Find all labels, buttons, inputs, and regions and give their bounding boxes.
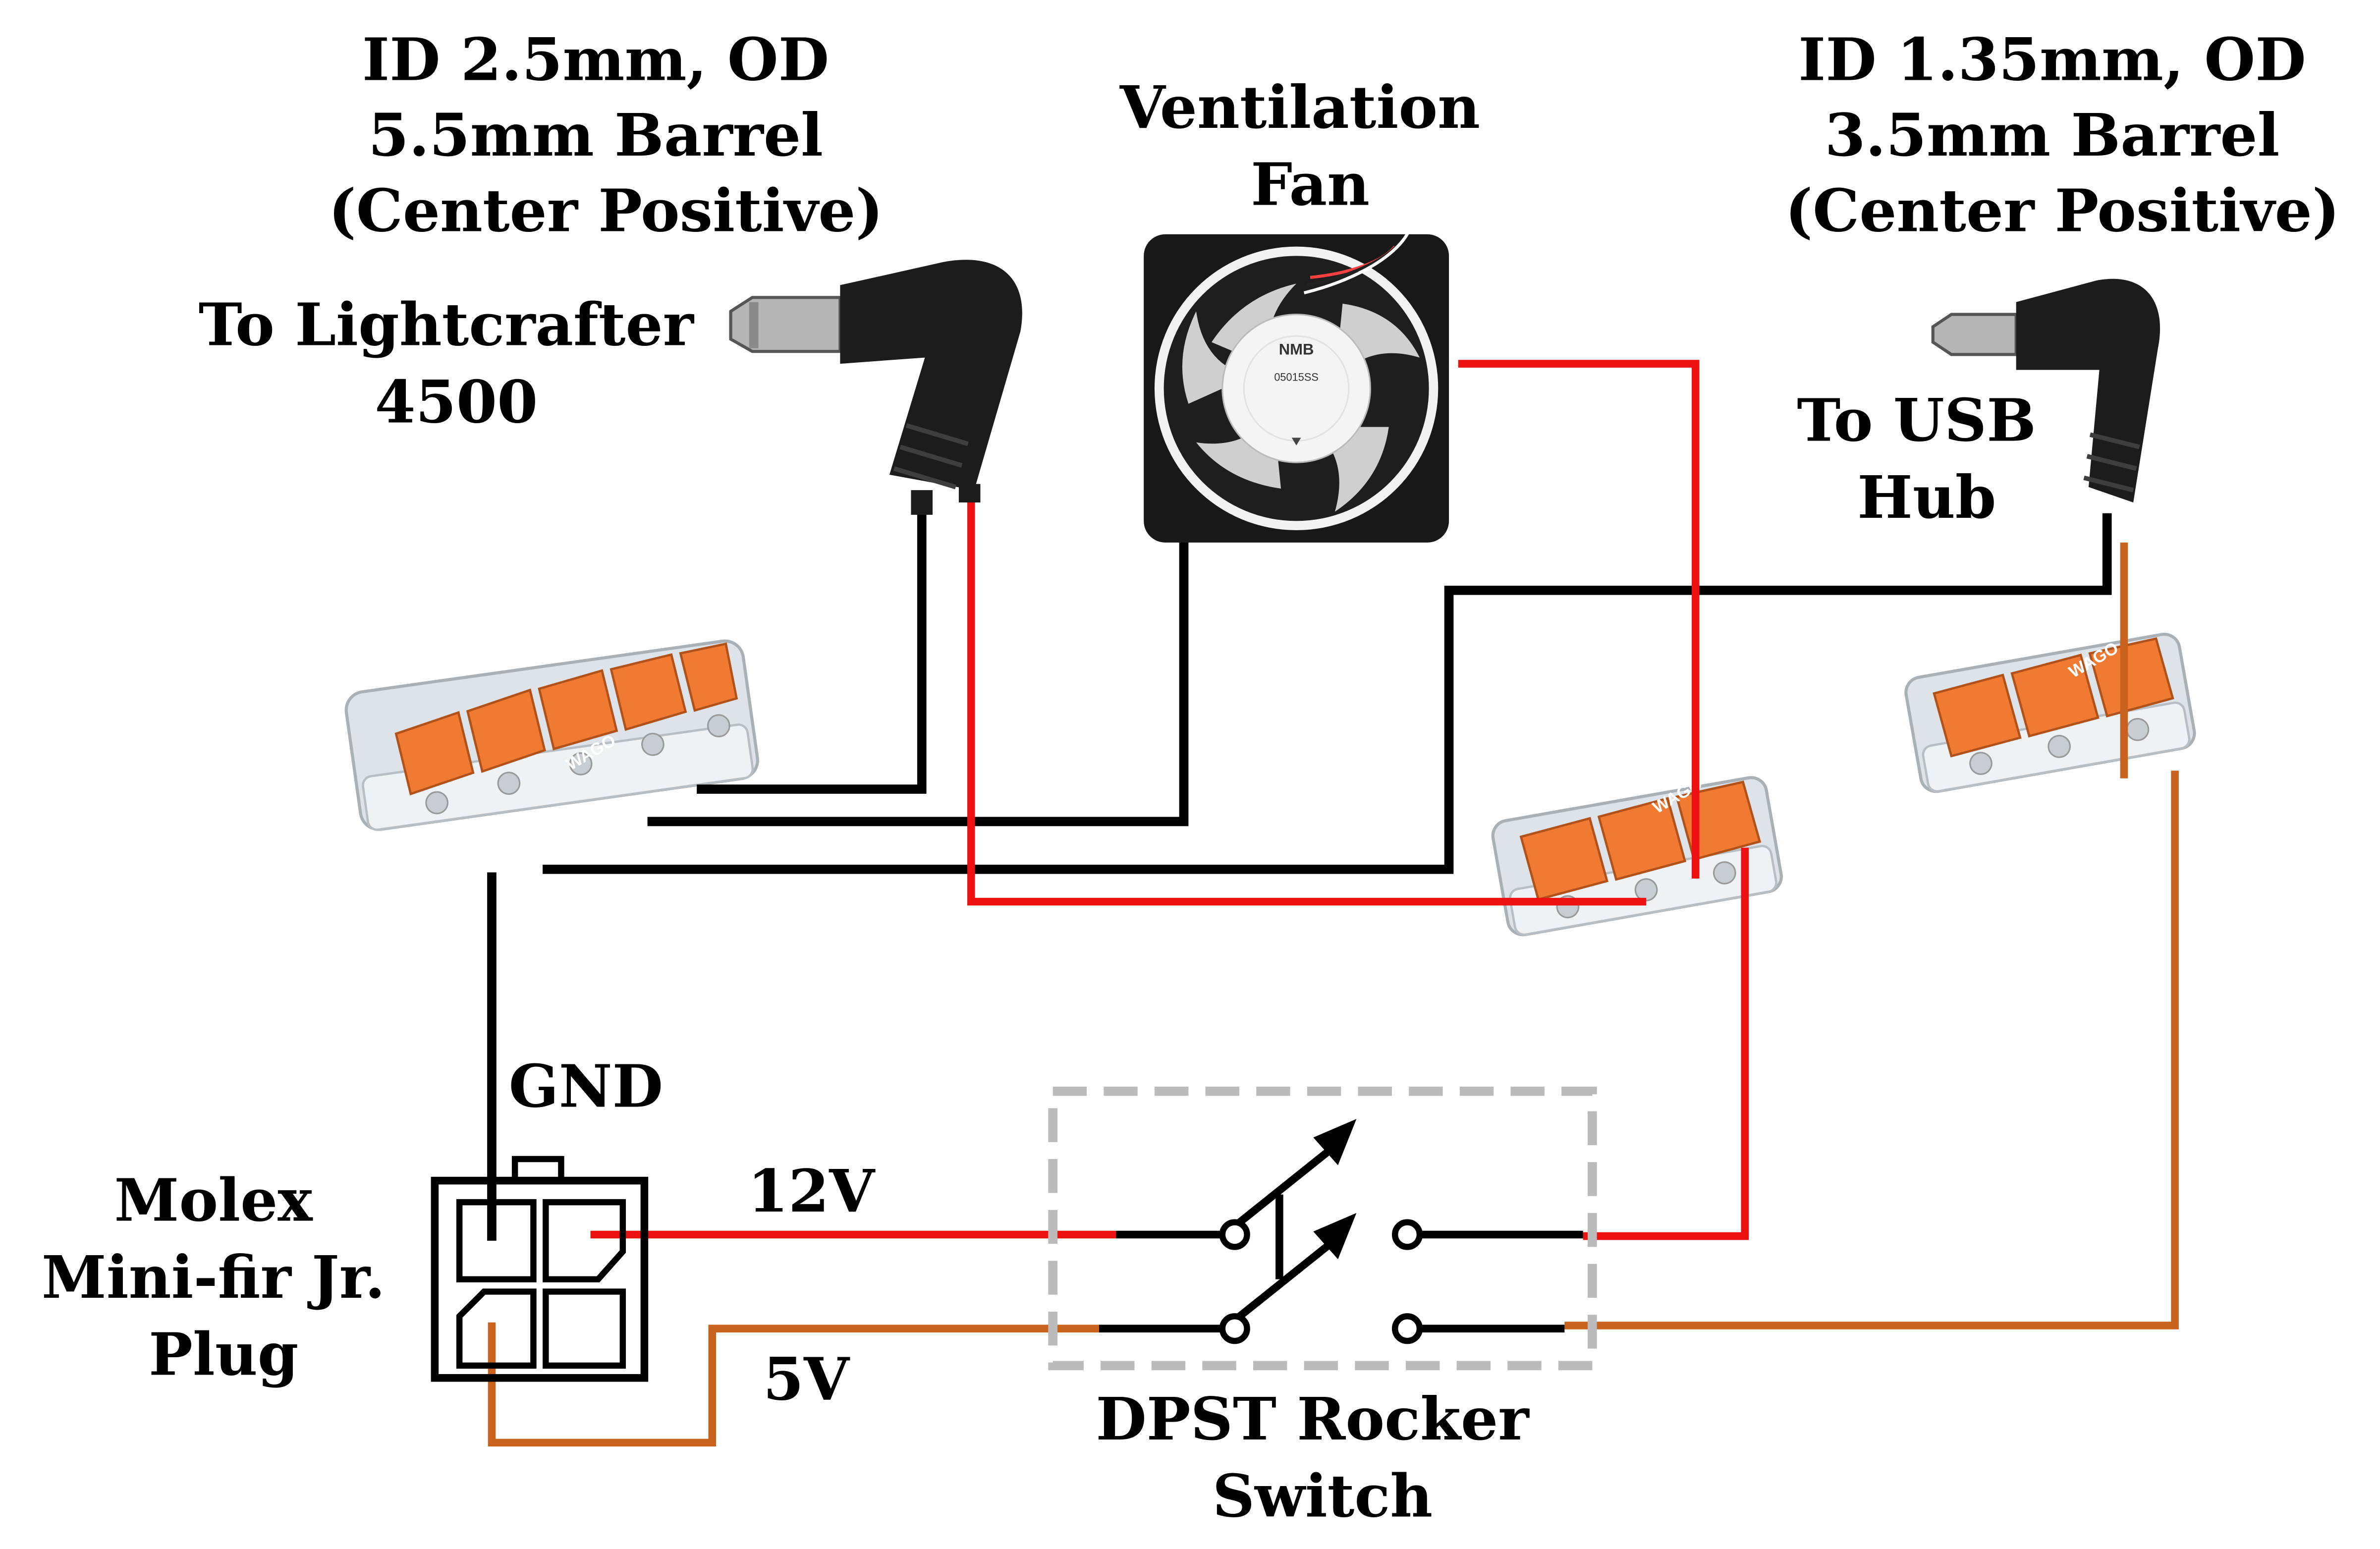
v12-wire-fan [1458,360,1700,879]
v12-wire-lightcrafter [967,496,1647,906]
v5-wire-switch-in [488,1322,1099,1447]
dpst-switch-icon [1048,1086,1597,1371]
v12-label: 12V [748,1157,876,1225]
v5-wire-switch-out [1564,771,2179,1329]
barrel-plug-3.5mm-icon [1931,278,2160,503]
wago-connector-right: WAGO [1903,632,2197,794]
barrel-left-spec-label: ID 2.5mm, OD 5.5mm Barrel (Center Positi… [329,25,884,245]
barrel-right-spec-label: ID 1.35mm, OD 3.5mm Barrel (Center Posit… [1785,25,2340,245]
fan-model-label: 05015SS [1274,371,1319,383]
fan-title-label: Ventilation Fan [1119,73,1500,219]
molex-plug-icon [431,1156,649,1382]
gnd-wire-fan [647,539,1189,827]
wago-connector-left: WAGO [344,639,760,832]
wago-connector-middle: WAGO [1491,774,1784,937]
fan-brand-label: NMB [1279,340,1314,358]
molex-plug-label: Molex Mini-fir Jr. Plug [42,1165,406,1388]
fan-icon: NMB 05015SS [1144,230,1449,543]
gnd-wire-lightcrafter [697,513,927,794]
gnd-wire-usb-hub [543,513,2112,874]
to-usb-hub-label: To USB Hub [1797,386,2056,532]
dpst-switch-label: DPST Rocker Switch [1096,1384,1549,1531]
to-lightcrafter-label: To Lightcrafter 4500 [199,290,714,437]
gnd-label: GND [509,1051,663,1120]
v5-label: 5V [763,1344,850,1413]
v12-wire-switch-out [1583,847,1749,1240]
barrel-plug-5.5mm-icon [729,260,1022,515]
